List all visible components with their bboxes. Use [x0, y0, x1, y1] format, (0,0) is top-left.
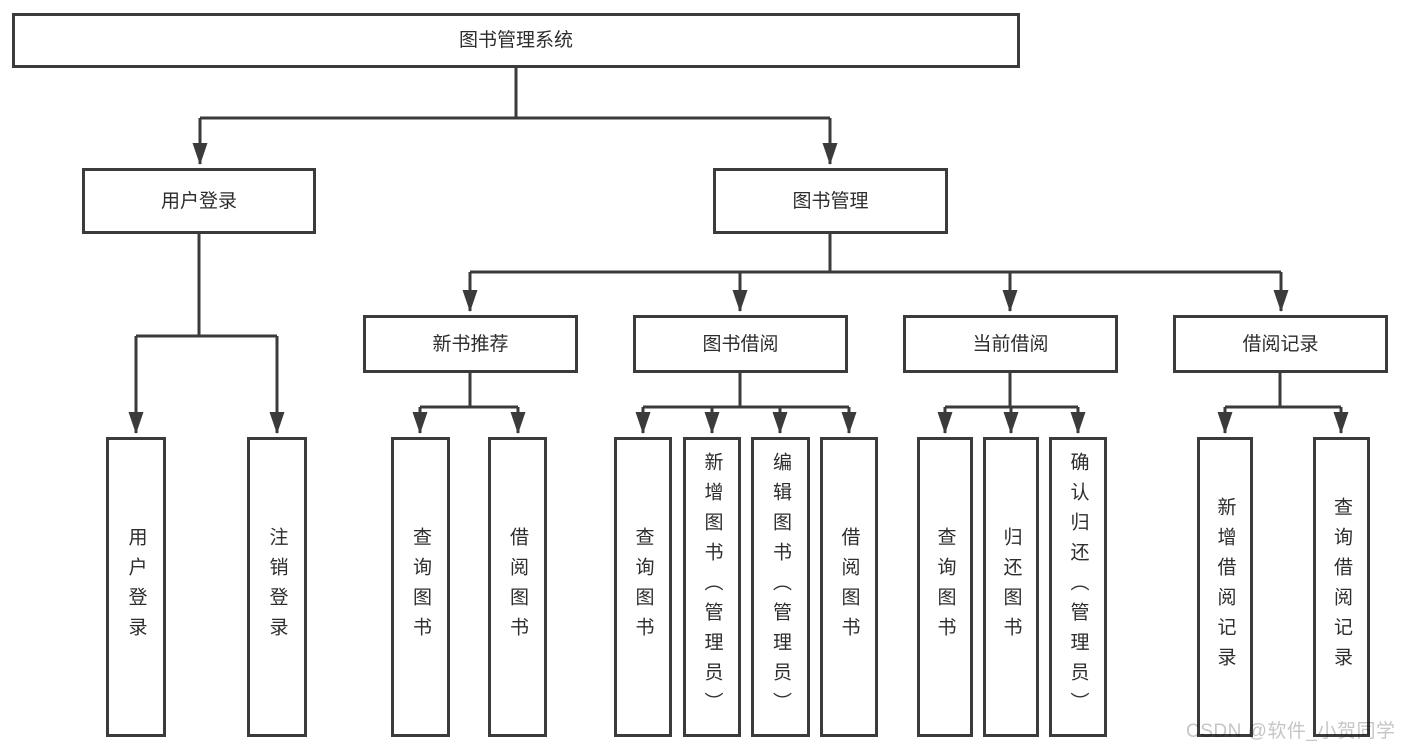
node-cb-confirm-return: 确认归还（管理员） [1049, 437, 1107, 737]
node-bb-edit-books-label: 编辑图书（管理员） [770, 452, 791, 722]
node-user-login-label: 用户登录 [160, 190, 237, 212]
connector-user-login-split [136, 234, 277, 338]
node-br-query-record-label: 查询借阅记录 [1331, 497, 1352, 677]
node-book-borrow-label: 图书借阅 [702, 333, 779, 355]
node-cb-return-books-label: 归还图书 [1000, 527, 1022, 647]
node-bb-borrow-books: 借阅图书 [820, 437, 878, 737]
node-cb-confirm-return-label: 确认归还（管理员） [1067, 452, 1089, 722]
node-current-borrow: 当前借阅 [903, 315, 1118, 373]
node-cb-query-books-label: 查询图书 [934, 527, 956, 647]
node-nbr-query-books-label: 查询图书 [410, 527, 431, 647]
node-ul-logout-label: 注销登录 [266, 527, 288, 647]
node-root-label: 图书管理系统 [458, 30, 573, 51]
node-borrow-record: 借阅记录 [1173, 315, 1388, 373]
node-book-mgmt-label: 图书管理 [792, 190, 869, 212]
node-new-book-rec-label: 新书推荐 [432, 333, 509, 355]
node-ul-login: 用户登录 [106, 437, 166, 737]
connector-borrow-record-split [1225, 373, 1341, 409]
node-bb-edit-books: 编辑图书（管理员） [751, 437, 810, 737]
node-nbr-query-books: 查询图书 [391, 437, 450, 737]
node-bb-add-books-label: 新增图书（管理员） [701, 452, 723, 722]
node-cb-return-books: 归还图书 [983, 437, 1039, 737]
node-br-add-record: 新增借阅记录 [1197, 437, 1253, 737]
node-bb-borrow-books-label: 借阅图书 [838, 527, 860, 647]
node-nbr-borrow-books-label: 借阅图书 [507, 527, 528, 647]
node-new-book-rec: 新书推荐 [363, 315, 578, 373]
node-br-query-record: 查询借阅记录 [1313, 437, 1370, 737]
watermark: CSDN @软件_小贺同学 [1186, 721, 1396, 742]
node-ul-login-label: 用户登录 [125, 527, 147, 647]
node-bb-query-books-label: 查询图书 [632, 527, 654, 647]
node-user-login: 用户登录 [82, 168, 316, 234]
node-bb-add-books: 新增图书（管理员） [683, 437, 741, 737]
node-current-borrow-label: 当前借阅 [972, 333, 1049, 355]
node-book-borrow: 图书借阅 [633, 315, 848, 373]
node-bb-query-books: 查询图书 [614, 437, 672, 737]
connector-book-borrow-split [643, 373, 849, 409]
connector-root-split [200, 68, 830, 120]
connector-current-borrow-split [945, 373, 1078, 409]
node-cb-query-books: 查询图书 [917, 437, 973, 737]
node-br-add-record-label: 新增借阅记录 [1214, 497, 1236, 677]
node-root: 图书管理系统 [12, 13, 1020, 68]
node-ul-logout: 注销登录 [247, 437, 307, 737]
connector-book-mgmt-split [470, 234, 1281, 274]
node-nbr-borrow-books: 借阅图书 [488, 437, 547, 737]
node-borrow-record-label: 借阅记录 [1242, 333, 1319, 355]
node-book-mgmt: 图书管理 [713, 168, 948, 234]
connector-new-book-rec-split [420, 373, 518, 409]
